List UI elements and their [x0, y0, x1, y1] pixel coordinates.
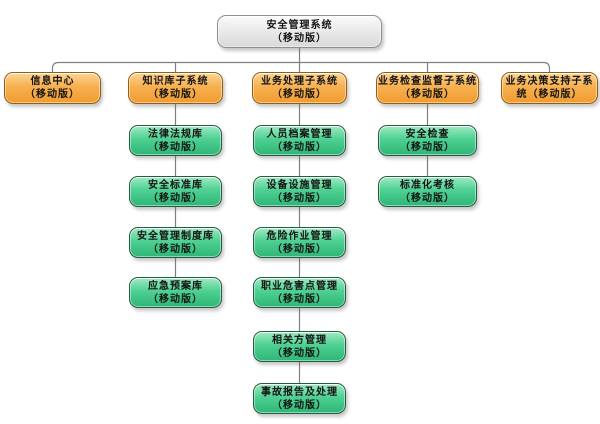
node-label: 业务处理子系统	[261, 76, 338, 87]
node-safety-inspection: 安全检查 （移动版）	[378, 125, 477, 156]
node-equipment-facilities: 设备设施管理 （移动版）	[253, 176, 346, 207]
node-sublabel: （移动版）	[272, 32, 327, 44]
node-sublabel: （移动版）	[272, 347, 327, 359]
node-label: 法律法规库	[148, 128, 203, 140]
node-decision-subsystem: 业务决策支持子系 统（移动版）	[501, 72, 598, 104]
node-occupational-hazards: 职业危害点管理 （移动版）	[253, 277, 346, 308]
node-management-rules: 安全管理制度库 （移动版）	[129, 227, 222, 258]
node-label: 安全管理系统	[266, 19, 333, 31]
node-accident-reporting: 事故报告及处理 （移动版）	[253, 383, 346, 414]
node-label: 安全管理制度库	[137, 230, 214, 242]
node-sublabel: （移动版）	[272, 293, 327, 305]
node-sublabel: （移动版）	[148, 141, 203, 153]
node-sublabel: 统（移动版）	[516, 89, 583, 100]
node-sublabel: （移动版）	[272, 141, 327, 153]
node-sublabel: （移动版）	[400, 141, 455, 153]
node-info-center: 信息中心 （移动版）	[4, 72, 101, 104]
node-label: 标准化考核	[400, 179, 455, 191]
node-sublabel: （移动版）	[148, 89, 203, 100]
node-label: 业务决策支持子系	[505, 76, 594, 87]
node-inspection-subsystem: 业务检查监督子系统 （移动版）	[376, 72, 479, 104]
node-sublabel: （移动版）	[272, 399, 327, 411]
node-sublabel: （移动版）	[272, 192, 327, 204]
node-label: 安全检查	[405, 128, 450, 140]
node-sublabel: （移动版）	[25, 89, 80, 100]
node-sublabel: （移动版）	[400, 192, 455, 204]
node-sublabel: （移动版）	[272, 89, 327, 100]
node-label: 危险作业管理	[266, 230, 333, 242]
node-label: 人员档案管理	[266, 128, 333, 140]
node-knowledge-subsystem: 知识库子系统 （移动版）	[128, 72, 223, 104]
node-label: 应急预案库	[148, 280, 203, 292]
node-personnel-files: 人员档案管理 （移动版）	[253, 125, 346, 156]
node-hazardous-operations: 危险作业管理 （移动版）	[253, 227, 346, 258]
node-label: 信息中心	[30, 76, 75, 87]
node-label: 业务检查监督子系统	[378, 76, 477, 87]
node-label: 事故报告及处理	[261, 386, 338, 398]
node-label: 知识库子系统	[142, 76, 209, 87]
node-sublabel: （移动版）	[400, 89, 455, 100]
node-label: 相关方管理	[272, 334, 327, 346]
node-label: 安全标准库	[148, 179, 203, 191]
node-laws-regulations: 法律法规库 （移动版）	[129, 125, 222, 156]
node-business-subsystem: 业务处理子系统 （移动版）	[252, 72, 347, 104]
node-sublabel: （移动版）	[148, 243, 203, 255]
node-sublabel: （移动版）	[272, 243, 327, 255]
node-emergency-plans: 应急预案库 （移动版）	[129, 277, 222, 308]
node-sublabel: （移动版）	[148, 293, 203, 305]
node-sublabel: （移动版）	[148, 192, 203, 204]
node-safety-standards: 安全标准库 （移动版）	[129, 176, 222, 207]
node-related-parties: 相关方管理 （移动版）	[253, 331, 346, 362]
node-label: 职业危害点管理	[261, 280, 338, 292]
node-label: 设备设施管理	[266, 179, 333, 191]
connector-level2-bus	[51, 61, 551, 73]
node-root-system: 安全管理系统 （移动版）	[217, 15, 382, 48]
node-standardization-assessment: 标准化考核 （移动版）	[378, 176, 477, 207]
